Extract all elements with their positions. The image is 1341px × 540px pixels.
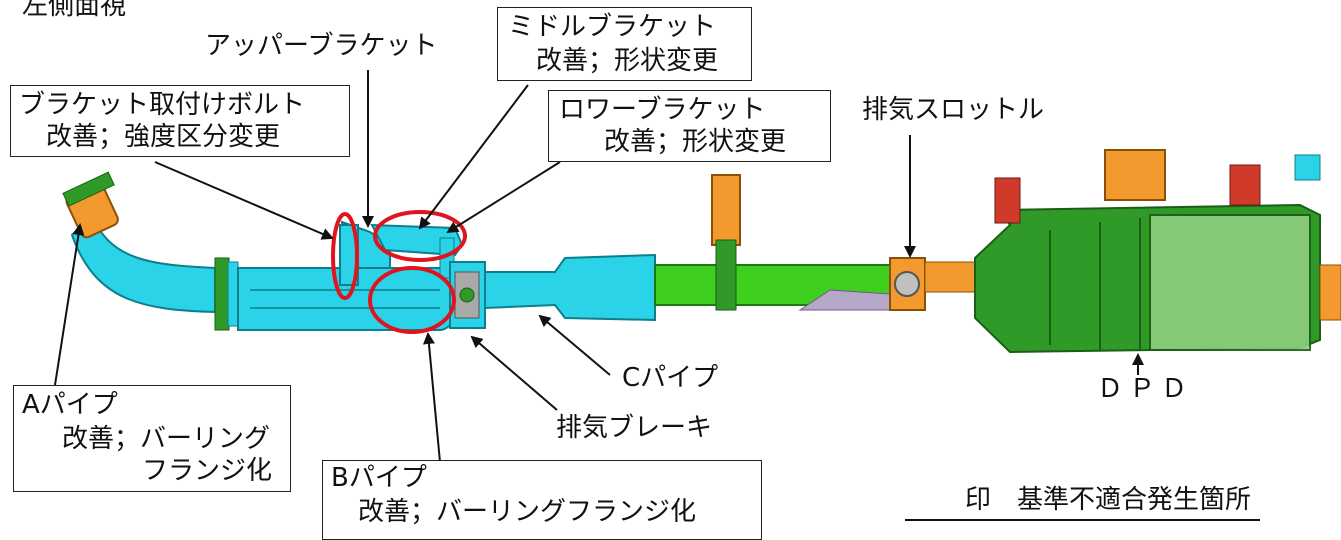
bracket-bolt-note: 改善；強度区分変更: [46, 122, 281, 152]
flange-ab: [214, 257, 230, 331]
exhaust-throttle-part: [889, 257, 926, 311]
c-pipe-part: [484, 253, 911, 322]
a-pipe-name: Aパイプ: [22, 390, 118, 420]
leader-b-pipe: [422, 332, 441, 463]
leader-lower-bracket: [446, 161, 561, 234]
label-exhaust-brake: 排気ブレーキ: [556, 413, 713, 443]
label-exhaust-throttle: 排気スロットル: [862, 95, 1045, 125]
a-pipe-note-1: 改善；バーリング: [62, 424, 271, 454]
b-pipe-note: 改善；バーリングフランジ化: [358, 497, 697, 527]
leader-exhaust-brake: [470, 335, 558, 411]
bracket-bolt-name: ブラケット取付けボルト: [19, 90, 306, 120]
dpd-part: [974, 149, 1341, 354]
b-pipe-name: Bパイプ: [331, 463, 427, 493]
exhaust-brake-part: [449, 261, 486, 329]
label-dpd: ＤＰＤ: [1097, 374, 1194, 404]
a-pipe-part: [62, 171, 216, 314]
leader-bracket-bolt: [154, 161, 334, 240]
highlight-b-pipe: [368, 266, 456, 334]
callout-a-pipe: Aパイプ 改善；バーリング フランジ化: [13, 385, 291, 492]
middle-bracket-note: 改善；形状変更: [536, 46, 719, 76]
highlight-bolt: [331, 212, 359, 300]
leader-c-pipe: [538, 314, 611, 376]
label-upper-bracket: アッパーブラケット: [205, 31, 438, 61]
callout-lower-bracket: ロワーブラケット 改善；形状変更: [548, 90, 831, 162]
callout-b-pipe: Bパイプ 改善；バーリングフランジ化: [322, 460, 762, 540]
lower-bracket-name: ロワーブラケット: [559, 95, 766, 125]
callout-middle-bracket: ミドルブラケット 改善；形状変更: [497, 7, 752, 81]
label-c-pipe: Cパイプ: [622, 363, 719, 393]
highlight-middle-bracket: [373, 210, 467, 262]
callout-bracket-bolt: ブラケット取付けボルト 改善；強度区分変更: [10, 85, 350, 157]
a-pipe-note-2: フランジ化: [142, 456, 273, 486]
view-title: 左側面視: [22, 0, 127, 21]
lower-bracket-note: 改善；形状変更: [604, 127, 787, 157]
leader-middle-bracket: [418, 84, 529, 230]
middle-bracket-name: ミドルブラケット: [508, 12, 717, 42]
legend-text: 印 基準不適合発生箇所: [965, 485, 1252, 515]
c-pipe-hanger: [711, 174, 741, 311]
leader-a-pipe: [54, 223, 85, 386]
flange-ab-2: [227, 261, 239, 327]
dpd-inlet: [924, 261, 976, 293]
